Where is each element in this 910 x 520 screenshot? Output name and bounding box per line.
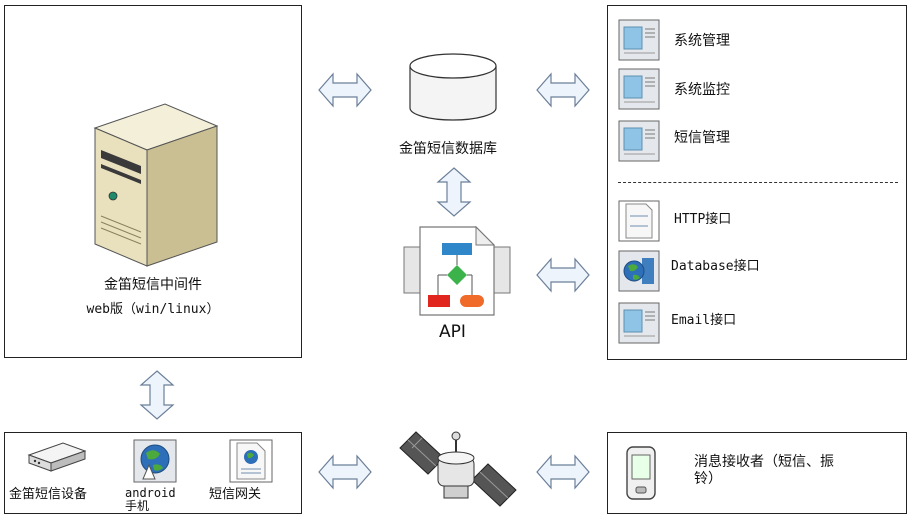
server-title: 金笛短信中间件	[104, 277, 202, 293]
arrow-server-devices	[139, 370, 175, 420]
android-globe-icon	[133, 439, 177, 483]
arrow-api-interfaces	[536, 257, 590, 293]
devices-panel: 金笛短信设备 android 手机 短信网关	[4, 432, 302, 514]
gateway-document-icon	[229, 439, 273, 483]
arrow-devices-satellite	[318, 454, 372, 490]
interface-label-database: Database接口	[671, 259, 760, 274]
interface-label-http: HTTP接口	[674, 212, 732, 227]
module-label-sms-management: 短信管理	[674, 130, 730, 146]
server-panel: 金笛短信中间件 web版（win/linux）	[4, 5, 302, 358]
receiver-label-line2: 铃）	[694, 471, 722, 487]
device-label-gateway: 短信网关	[209, 487, 262, 502]
module-label-system-monitor: 系统监控	[674, 82, 730, 98]
receiver-panel: 消息接收者（短信、振 铃）	[607, 432, 907, 514]
section-divider	[618, 182, 898, 183]
arrow-db-api	[436, 167, 472, 217]
module-label-system-management: 系统管理	[674, 33, 730, 49]
database-cylinder-icon	[409, 53, 497, 121]
window-icon	[618, 302, 660, 344]
arrow-db-modules	[536, 72, 590, 108]
database-label: 金笛短信数据库	[399, 141, 497, 157]
device-label-android: android 手机	[125, 486, 176, 513]
device-label-modem: 金笛短信设备	[9, 487, 88, 502]
api-flowchart-icon	[403, 225, 511, 316]
modem-device-icon	[27, 442, 87, 472]
server-tower-icon	[93, 103, 219, 267]
receiver-label-line1: 消息接收者（短信、振	[694, 454, 834, 470]
arrow-satellite-receiver	[536, 454, 590, 490]
mobile-phone-icon	[626, 446, 656, 500]
window-icon	[618, 120, 660, 162]
html-document-icon	[618, 200, 660, 242]
arrow-server-db	[318, 72, 372, 108]
window-icon	[618, 68, 660, 110]
server-subtitle: web版（win/linux）	[86, 302, 220, 317]
window-icon	[618, 19, 660, 61]
modules-panel: 系统管理 系统监控 短信管理 HTTP接口 Database接口 Email接口	[607, 5, 907, 360]
interface-label-email: Email接口	[671, 313, 737, 328]
globe-window-icon	[618, 250, 660, 292]
satellite-icon	[399, 431, 517, 507]
api-label: API	[439, 322, 466, 342]
